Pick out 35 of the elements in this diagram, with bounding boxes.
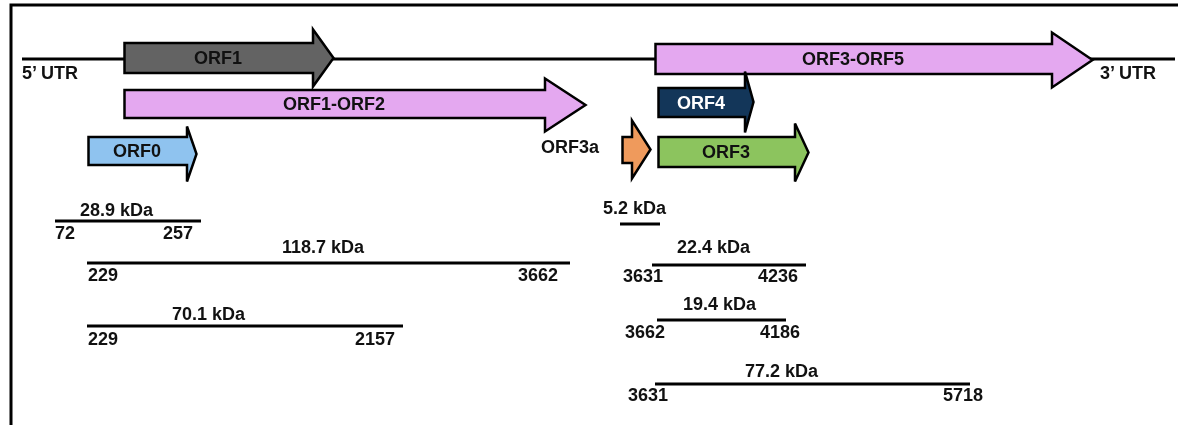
orf-segment bbox=[123, 28, 335, 88]
annotation-label: 257 bbox=[163, 224, 194, 242]
annotation-label: 5.2 kDa bbox=[603, 199, 667, 217]
orf-label: ORF0 bbox=[113, 142, 161, 160]
orf-segment bbox=[87, 125, 198, 183]
annotation-label: 2157 bbox=[355, 330, 396, 348]
annotation-label: 28.9 kDa bbox=[80, 201, 154, 219]
orf-label: ORF4 bbox=[677, 93, 725, 112]
annotation-label: 19.4 kDa bbox=[683, 295, 757, 313]
orf-segment bbox=[657, 122, 810, 183]
annotation-label: 118.7 kDa bbox=[282, 238, 365, 256]
annotation-label: 229 bbox=[88, 330, 119, 348]
annotation-label: 5’ UTR bbox=[22, 64, 78, 82]
annotation-label: 4236 bbox=[758, 267, 799, 285]
annotation-label: ORF3a bbox=[541, 138, 600, 156]
orf-segment bbox=[654, 31, 1094, 89]
annotation-label: 3631 bbox=[628, 386, 669, 404]
orf-label: ORF1 bbox=[194, 49, 242, 67]
orf-segment bbox=[123, 77, 587, 133]
annotation-label: 5718 bbox=[943, 386, 984, 404]
orf-segment bbox=[621, 119, 652, 180]
orf-segment bbox=[657, 70, 755, 134]
annotation-label: 229 bbox=[88, 266, 119, 284]
annotation-label: 3631 bbox=[623, 267, 664, 285]
annotation-label: 72 bbox=[55, 224, 76, 242]
annotation-label: 4186 bbox=[760, 323, 801, 341]
annotation-label: 22.4 kDa bbox=[677, 238, 751, 256]
annotation-label: 3’ UTR bbox=[1100, 64, 1156, 82]
annotation-label: 3662 bbox=[625, 323, 666, 341]
orf-label: ORF3-ORF5 bbox=[802, 50, 904, 68]
annotation-label: 3662 bbox=[518, 266, 559, 284]
annotation-label: 70.1 kDa bbox=[172, 305, 246, 323]
orf-label: ORF1-ORF2 bbox=[283, 95, 385, 113]
annotation-label: 77.2 kDa bbox=[745, 362, 819, 380]
orf-label: ORF3 bbox=[702, 143, 750, 161]
